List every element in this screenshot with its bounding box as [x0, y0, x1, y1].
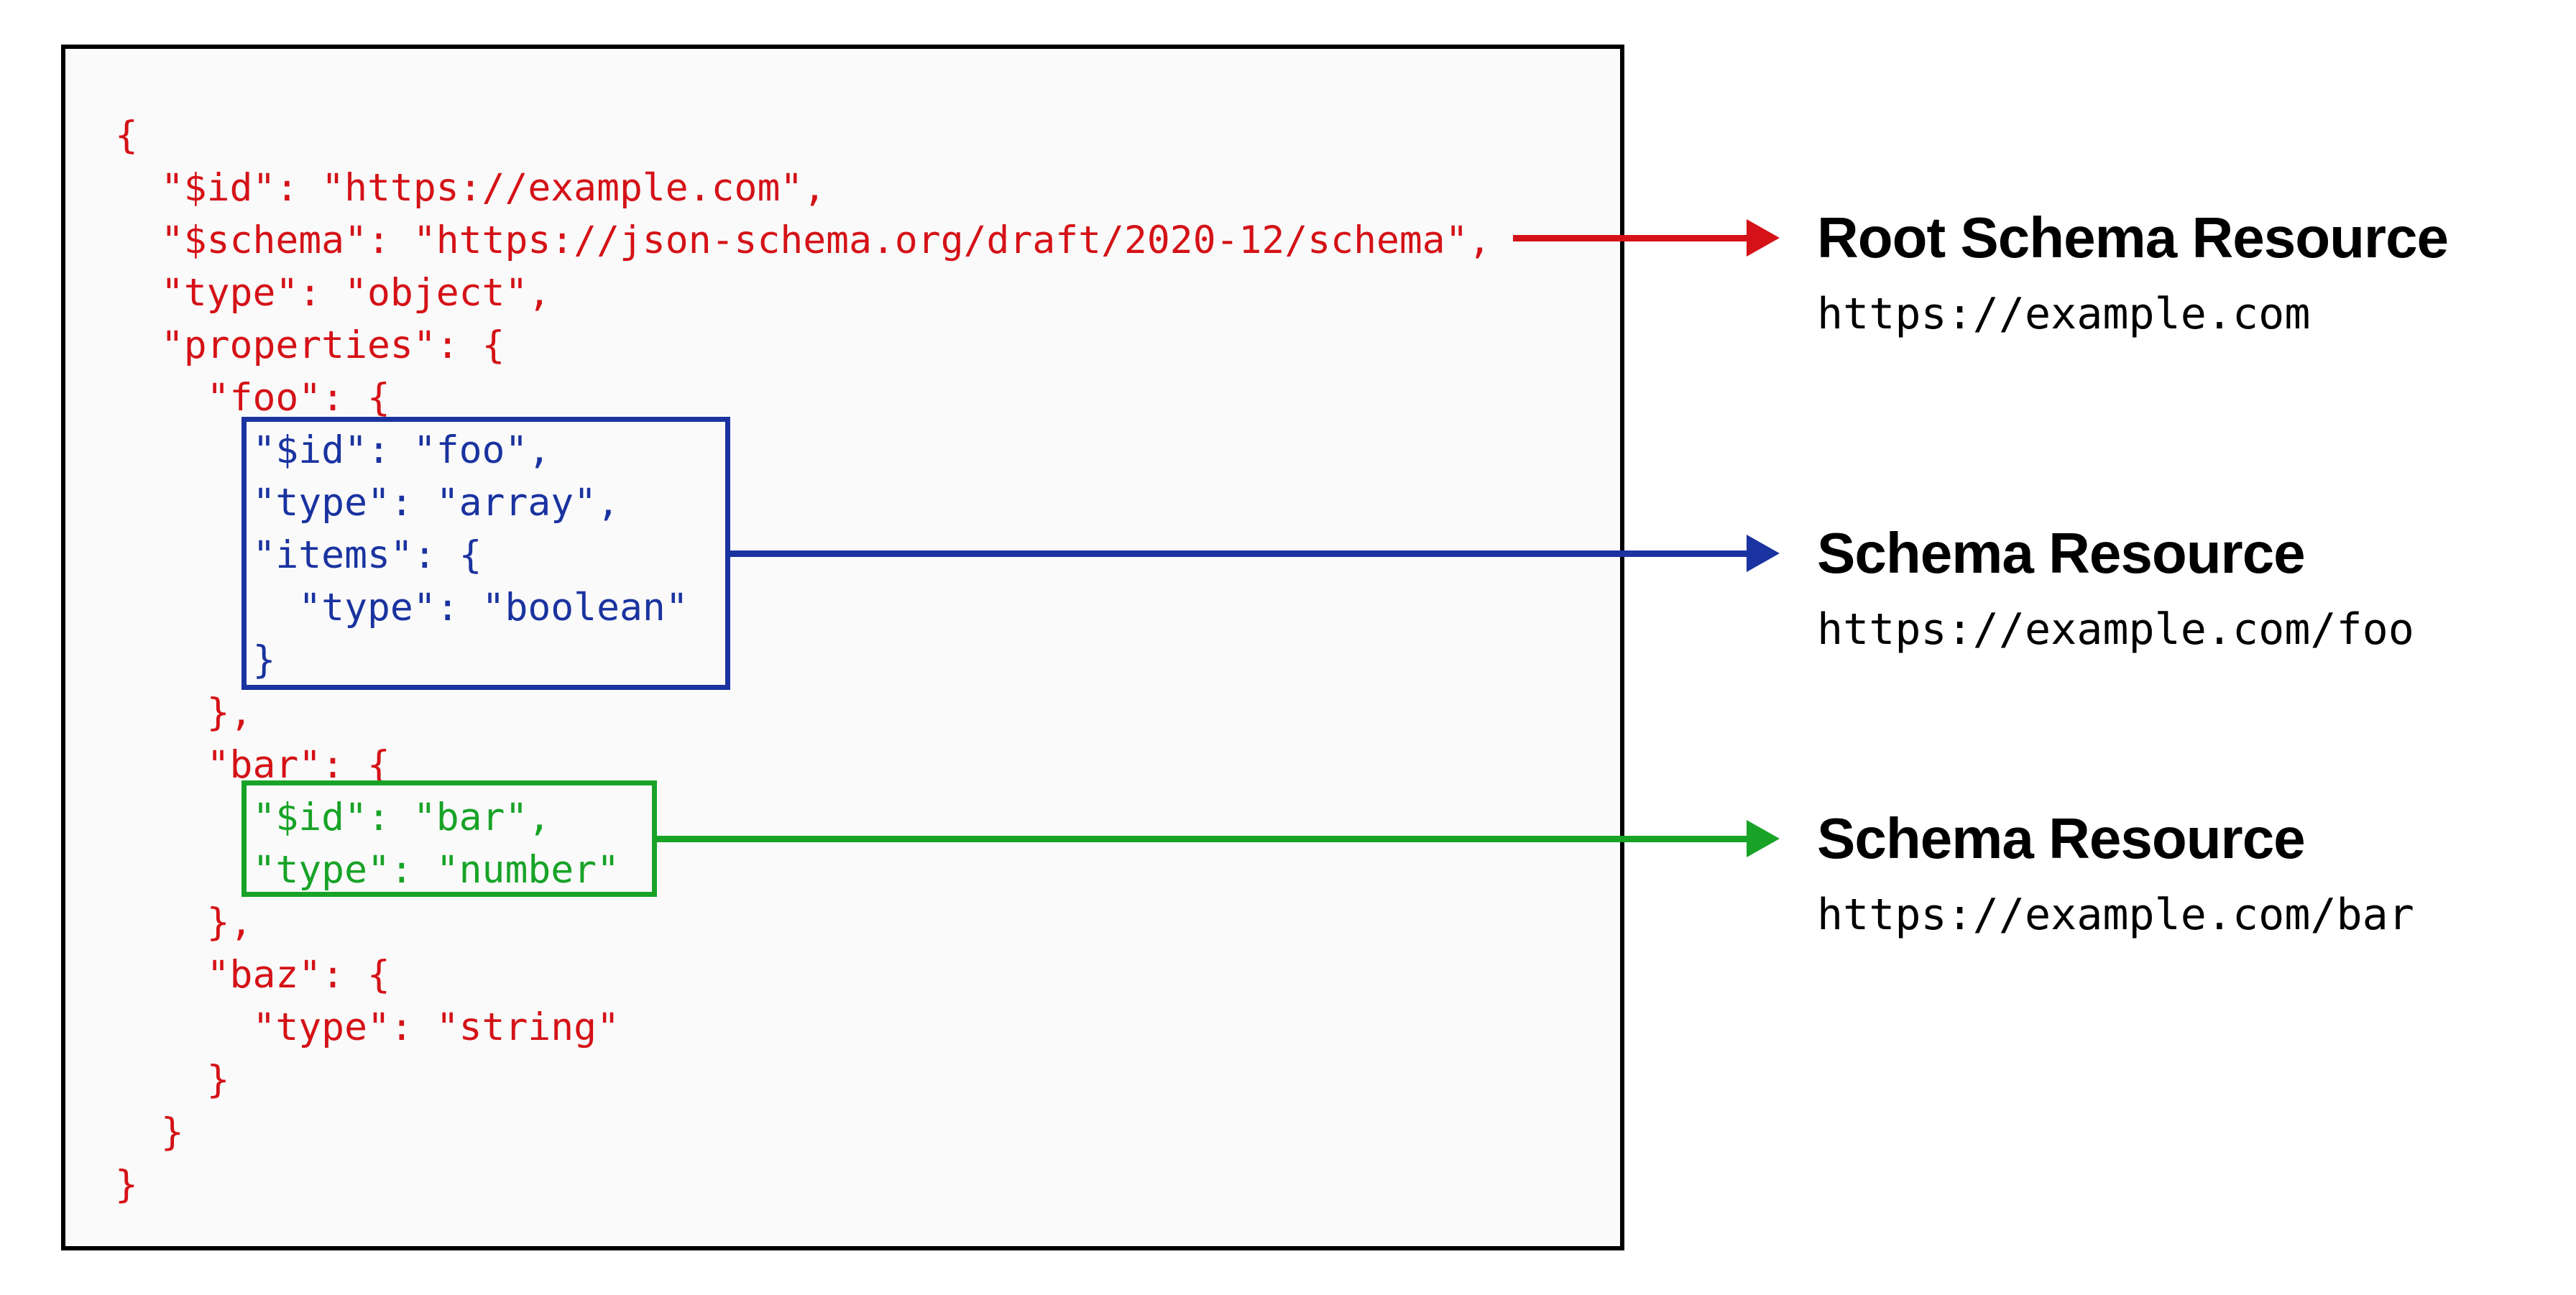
code-line: }, [115, 900, 253, 944]
code-line: "properties": { [115, 323, 505, 367]
code-line: "type": "number" [115, 848, 620, 892]
annotation-url: https://example.com [1817, 289, 2311, 339]
code-line: "$id": "bar", [115, 796, 551, 839]
annotation-bar-schema-resource: Schema Resource https://example.com/bar [1817, 804, 2414, 941]
code-line: } [115, 1110, 184, 1154]
code-line: { [115, 114, 138, 157]
code-line: } [115, 1163, 138, 1207]
foo-schema-resource-box [242, 417, 730, 690]
arrow-head-icon [1747, 820, 1780, 857]
bar-schema-resource-box [242, 780, 657, 897]
code-line: "type": "string" [115, 1005, 620, 1049]
arrow-line [730, 550, 1748, 557]
code-line: "type": "object", [115, 271, 551, 315]
annotation-root-schema-resource: Root Schema Resource https://example.com [1817, 203, 2449, 340]
annotation-foo-schema-resource: Schema Resource https://example.com/foo [1817, 519, 2414, 655]
annotation-heading: Schema Resource [1817, 521, 2306, 585]
code-line: "$schema": "https://json-schema.org/draf… [115, 218, 1491, 262]
annotation-url: https://example.com/bar [1817, 890, 2414, 940]
code-line: "$id": "foo", [115, 428, 551, 472]
code-line: "items": { [115, 533, 482, 577]
code-line: "baz": { [115, 953, 390, 997]
code-line: } [115, 1058, 230, 1102]
annotation-url: https://example.com/foo [1817, 604, 2414, 655]
arrow-head-icon [1747, 219, 1780, 257]
json-schema-code: { "$id": "https://example.com", "$schema… [115, 109, 1491, 1211]
code-line: "type": "array", [115, 481, 620, 525]
arrow-line [1513, 235, 1748, 241]
annotation-heading: Schema Resource [1817, 806, 2306, 870]
code-line: "$id": "https://example.com", [115, 166, 827, 210]
code-line: "bar": { [115, 743, 390, 787]
arrow-head-icon [1747, 535, 1780, 572]
code-line: }, [115, 691, 253, 734]
arrow-line [657, 836, 1748, 842]
code-line: "foo": { [115, 376, 390, 420]
schema-code-panel [61, 45, 1624, 1250]
code-line: } [115, 638, 276, 682]
code-line: "type": "boolean" [115, 586, 689, 630]
annotation-heading: Root Schema Resource [1817, 206, 2449, 269]
